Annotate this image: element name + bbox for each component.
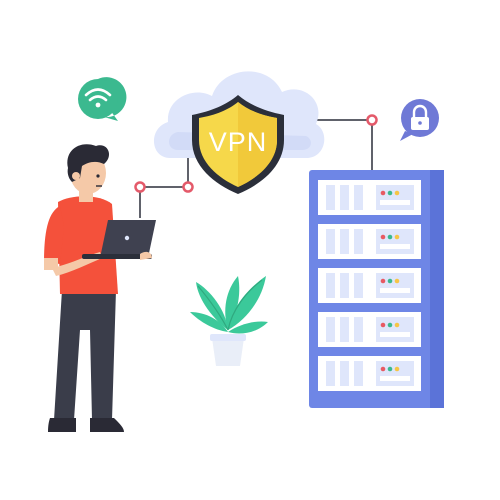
connector-nodes: [134, 114, 378, 193]
padlock-icon: [400, 99, 439, 141]
server-unit: [318, 356, 421, 391]
connector-node: [182, 181, 194, 193]
connector-node: [134, 181, 146, 193]
person-figure: [44, 144, 156, 432]
wifi-icon: [78, 77, 127, 121]
server-unit: [318, 224, 421, 259]
server-unit: [318, 268, 421, 303]
server-unit: [318, 312, 421, 347]
server-units: [318, 180, 421, 391]
server-rack-icon: [309, 170, 444, 408]
laptop-icon: [82, 220, 156, 259]
vpn-label: VPN: [209, 127, 268, 157]
plant-icon: [190, 276, 268, 366]
server-unit: [318, 180, 421, 215]
connector-node: [366, 114, 378, 126]
shield-icon: VPN: [192, 95, 284, 194]
